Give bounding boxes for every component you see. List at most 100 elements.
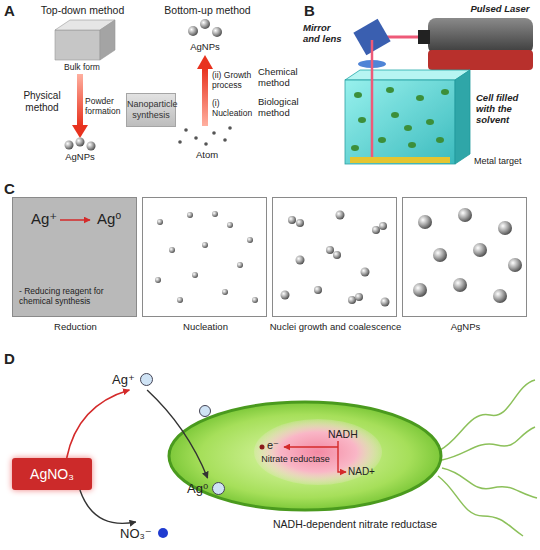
ablated-particles [351, 87, 449, 151]
nanoparticle [453, 278, 467, 292]
nucleus [355, 293, 363, 301]
method-heading: Top-down method [25, 4, 140, 16]
electron-label: e⁻ [267, 439, 279, 452]
particle [386, 87, 394, 93]
nucleus [296, 256, 305, 265]
process-arrow-head [197, 55, 213, 69]
nucleus [157, 219, 163, 225]
atoms [178, 126, 232, 146]
nucleus [361, 268, 370, 277]
enzyme-region: NADH e⁻ Nitrate reductaseNAD+ [253, 418, 383, 486]
flagella [438, 380, 537, 536]
atom-label: Ag⁰ [97, 210, 121, 228]
nucleus [192, 272, 198, 278]
bacterium-cell: NADH-dependent nitrate reductaseAg⁰NADHe… [165, 398, 445, 538]
stage-caption: AgNPs [399, 321, 532, 332]
process-arrow-shaft [202, 68, 208, 126]
method-label: Biological method [258, 96, 300, 118]
nucleus [336, 211, 345, 220]
part-label: Cell filled with the solvent [476, 92, 538, 125]
stage-panel: Nuclei growth and coalescence [272, 197, 397, 317]
nucleus [237, 262, 243, 268]
stage-caption: Reduction [9, 321, 142, 332]
particle [378, 137, 386, 143]
particle [404, 125, 412, 131]
nanoparticle [498, 221, 512, 235]
silver-nanoparticles [413, 208, 522, 303]
atom-dot [194, 136, 198, 140]
nitrate-dot [158, 528, 168, 538]
laser-body [428, 18, 533, 54]
laser-nozzle [418, 30, 430, 44]
flagellum [442, 468, 537, 498]
process-arrow-shaft [77, 74, 83, 126]
nuclei [155, 211, 258, 303]
ion-node: Ag⁰ [187, 478, 242, 498]
nanoparticle [76, 138, 85, 147]
nucleus [372, 226, 380, 234]
nucleus [314, 286, 322, 294]
flagellum [442, 427, 535, 460]
membrane-ion [200, 406, 211, 417]
method-heading: Bottom-up method [150, 4, 265, 16]
stage-panel: Ag⁺Ag⁰Reduction- Reducing reagent for ch… [12, 197, 137, 317]
process-box: Nanoparticle synthesis [126, 93, 176, 127]
cube-side [100, 20, 115, 60]
cofactor-label: NADH [328, 428, 358, 440]
particle [441, 89, 449, 95]
panel-letter: A [4, 2, 24, 19]
ion-circle [140, 373, 153, 386]
nucleus [187, 212, 193, 218]
particle [416, 95, 424, 101]
cell-top [345, 70, 470, 80]
particle [391, 112, 399, 118]
atom-dot [204, 142, 208, 146]
ion-label: NO₃⁻ [120, 526, 152, 541]
panel-letter: D [4, 350, 24, 367]
connector-arrow [67, 390, 130, 458]
ion-label: Ag⁺ [31, 210, 57, 228]
oxidation-arrow [338, 441, 346, 472]
nanoparticle [493, 289, 507, 303]
nucleus [227, 222, 233, 228]
nucleus [222, 289, 228, 295]
electron-dot [260, 445, 265, 450]
reagent-label: AgNO₃ [12, 458, 92, 490]
flagellum [440, 380, 535, 450]
atom-dot [212, 131, 216, 135]
laser-beam [371, 40, 374, 158]
enzyme-blob [254, 419, 382, 485]
nanoparticle [508, 258, 522, 272]
nanoparticle [413, 283, 427, 297]
stage-caption: Nucleation [139, 321, 272, 332]
nucleus [177, 297, 183, 303]
noise-background [12, 197, 137, 317]
box-label: Nanoparticle synthesis [127, 99, 175, 121]
nucleus [379, 222, 387, 230]
nucleus [281, 291, 290, 300]
nucleus [348, 296, 356, 304]
nucleus [247, 237, 253, 243]
cofactor-label: NAD+ [348, 466, 375, 477]
connector-arrow [80, 490, 136, 523]
stage-label: Atom [182, 149, 232, 160]
reagent-box: AgNO₃ [12, 458, 92, 490]
nucleus [155, 277, 161, 283]
solvent-cell [345, 80, 455, 164]
nucleus [296, 219, 304, 227]
particle [354, 92, 362, 98]
stage-panel: Nucleation [142, 197, 267, 317]
cell-membrane [169, 402, 441, 510]
ion-node: NO₃⁻ [120, 522, 190, 544]
process-label: Powder formation [85, 96, 125, 116]
nanoparticle [200, 19, 210, 29]
enzyme-label: Nitrate reductase [253, 454, 338, 465]
nanoparticle [473, 243, 487, 257]
nucleus [252, 297, 258, 303]
nanoparticle [458, 208, 472, 222]
panel-letter: C [4, 180, 24, 197]
particle [426, 119, 434, 125]
nanoparticle [418, 215, 432, 229]
